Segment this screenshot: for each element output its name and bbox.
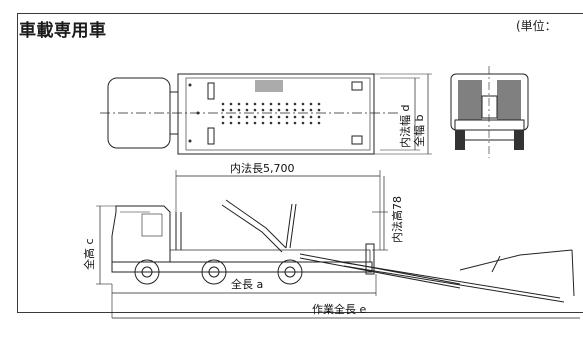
top-view [100,73,432,155]
working-length-label: 作業全長 e [312,302,366,316]
unit-note: (単位： [516,19,557,33]
inner-height-label: 内法高78 [390,196,404,243]
overall-length-label: 全長 a [231,277,263,291]
side-view [96,170,580,319]
overall-width-label: 全幅 b [412,115,426,147]
page-title: 車載専用車 [19,21,107,41]
rear-view [450,66,529,158]
inner-length-label: 内法長5,700 [230,161,295,175]
inner-width-label: 内法幅 d [398,105,412,148]
overall-height-label: 全高 c [82,238,96,270]
